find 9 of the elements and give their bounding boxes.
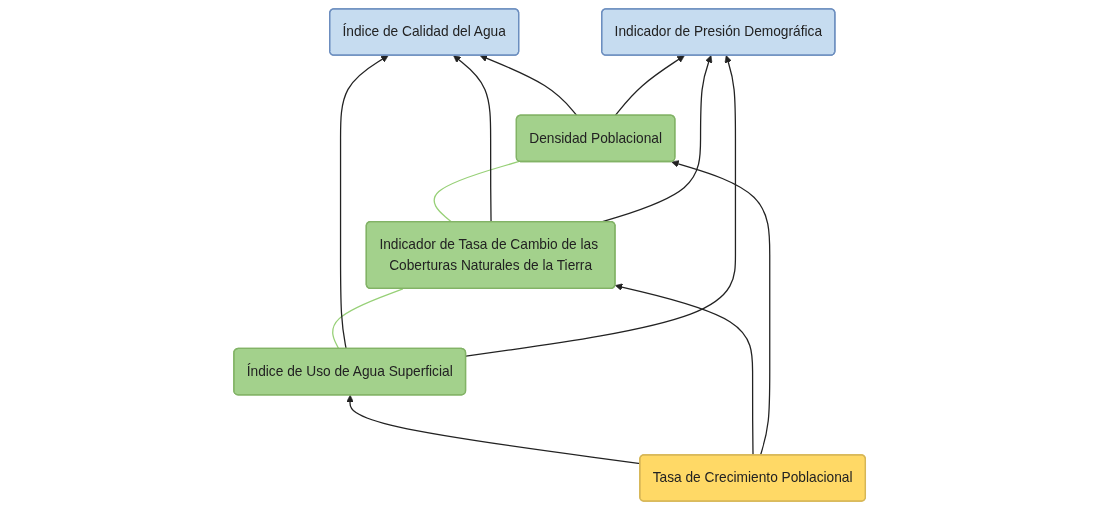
arrow [671, 160, 771, 456]
connector [433, 160, 520, 223]
arrow [453, 55, 492, 223]
arrow [479, 54, 578, 117]
arrow [465, 55, 736, 357]
arrow [339, 55, 389, 350]
arrow [614, 55, 685, 117]
arrow [614, 283, 754, 456]
connector [331, 288, 404, 350]
